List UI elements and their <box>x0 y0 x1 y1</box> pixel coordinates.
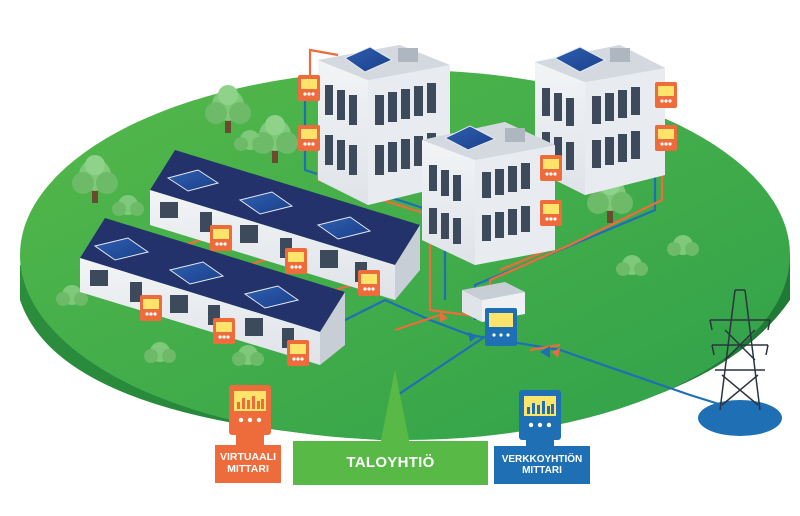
housing-company-label: TALOYHTIÖ <box>293 441 488 485</box>
house-icon <box>150 150 420 300</box>
grid-meter-text: VERKKOYHTIÖN MITTARI <box>501 454 583 476</box>
meter-icon <box>655 82 677 108</box>
meter-icon <box>540 200 562 226</box>
building-icon <box>535 45 665 195</box>
solar-panel-icon <box>93 237 150 261</box>
meter-icon <box>298 125 320 151</box>
row-houses <box>80 150 420 365</box>
meter-icon <box>285 248 307 274</box>
meter-icon <box>655 125 677 151</box>
house-icon <box>80 218 345 365</box>
virtual-meter-icon <box>229 385 271 445</box>
substation <box>462 282 525 346</box>
solar-panel-icon <box>238 191 294 215</box>
solar-panel-icon <box>553 46 607 73</box>
housing-company-text: TALOYHTIÖ <box>346 453 435 471</box>
solar-panel-icon <box>343 46 394 73</box>
solar-panel-icon <box>243 285 300 309</box>
label-pointer <box>380 370 410 445</box>
virtual-meter-text: VIRTUAALI MITTARI <box>220 451 276 475</box>
solar-panel-icon <box>316 216 372 240</box>
meter-icon <box>213 318 235 344</box>
solar-panel-icon <box>443 125 497 151</box>
meter-icon <box>140 295 162 321</box>
grid-meter-icon <box>519 390 561 448</box>
meter-icon <box>540 155 562 181</box>
solar-panel-icon <box>166 169 220 192</box>
meter-icon <box>210 225 232 251</box>
flow-arrows <box>440 312 560 358</box>
meter-icon <box>287 340 309 366</box>
solar-panel-icon <box>168 261 225 285</box>
meter-icon <box>298 75 320 101</box>
meter-icon <box>358 270 380 296</box>
virtual-meter-label: VIRTUAALI MITTARI <box>215 445 281 483</box>
building-icon <box>422 122 555 265</box>
grid-meter-label: VERKKOYHTIÖN MITTARI <box>494 446 590 484</box>
power-pylon-icon <box>698 289 782 436</box>
apartment-buildings <box>318 45 665 265</box>
